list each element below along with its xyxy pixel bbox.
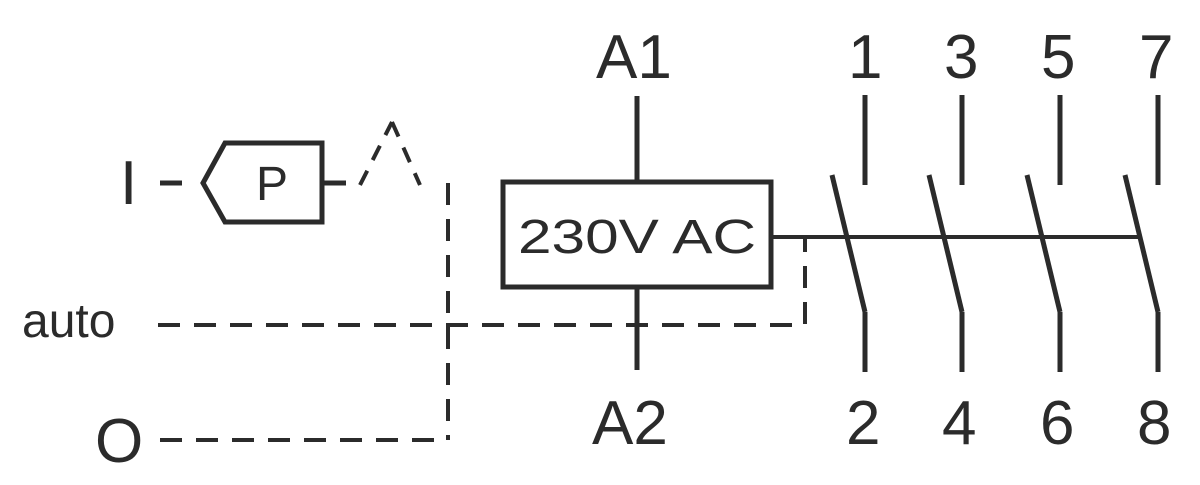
coil-terminal-a1: A1 bbox=[596, 23, 672, 92]
main-contact-7-8 bbox=[1122, 95, 1161, 372]
terminal-1-label: 1 bbox=[848, 23, 882, 92]
coil-voltage-label: 230V AC bbox=[518, 211, 756, 264]
actuator-linkage-left bbox=[358, 121, 394, 186]
main-contact-1-2 bbox=[829, 95, 868, 372]
terminal-3-label: 3 bbox=[944, 23, 978, 92]
auto-position-label: auto bbox=[22, 295, 115, 348]
terminal-7-label: 7 bbox=[1139, 23, 1173, 92]
main-contact-5-6 bbox=[1024, 95, 1063, 372]
terminal-5-label: 5 bbox=[1041, 23, 1075, 92]
terminal-4-label: 4 bbox=[942, 389, 976, 458]
off-position-label: O bbox=[95, 407, 143, 476]
actuator-linkage-right bbox=[390, 121, 422, 186]
terminal-2-label: 2 bbox=[846, 389, 880, 458]
pushbutton-symbol bbox=[200, 140, 325, 225]
pushbutton-label: P bbox=[256, 158, 288, 211]
main-contact-3-4 bbox=[926, 95, 965, 372]
on-position-label: I bbox=[120, 149, 137, 218]
terminal-6-label: 6 bbox=[1040, 389, 1074, 458]
terminal-8-label: 8 bbox=[1137, 389, 1171, 458]
auto-link-line bbox=[158, 238, 807, 327]
coil-terminal-a2: A2 bbox=[592, 389, 668, 458]
